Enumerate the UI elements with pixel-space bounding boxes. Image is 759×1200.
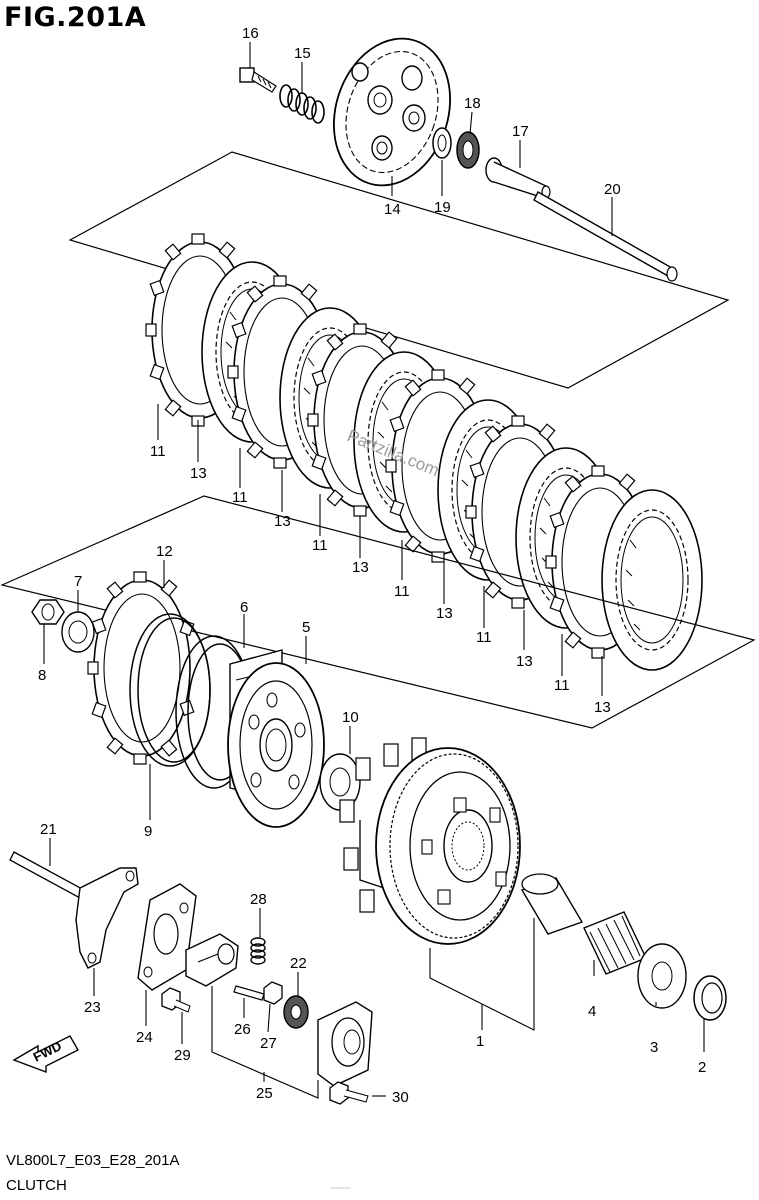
figure-title: FIG.201A bbox=[4, 2, 147, 33]
callout-15: 15 bbox=[294, 45, 311, 62]
callout-10: 10 bbox=[342, 709, 359, 726]
callout-25: 25 bbox=[256, 1085, 273, 1102]
release-cam-25 bbox=[185, 933, 239, 987]
release-cover-23 bbox=[75, 867, 139, 969]
callout-24: 24 bbox=[136, 1029, 153, 1046]
callout-11: 11 bbox=[312, 537, 328, 554]
forward-direction-arrow: FWD bbox=[12, 1035, 79, 1074]
needle-bearing-4 bbox=[583, 911, 647, 975]
callout-22: 22 bbox=[290, 955, 307, 972]
callout-4: 4 bbox=[588, 1003, 596, 1020]
callout-5: 5 bbox=[302, 619, 310, 636]
nut-27 bbox=[263, 981, 283, 1005]
callout-2: 2 bbox=[698, 1059, 706, 1076]
pressure-plate-14 bbox=[333, 37, 451, 187]
spacer-sleeve bbox=[520, 873, 584, 935]
callout-16: 16 bbox=[242, 25, 259, 42]
callout-30: 30 bbox=[392, 1089, 409, 1106]
figure-code: VL800L7_E03_E28_201A bbox=[6, 1152, 180, 1169]
callout-3: 3 bbox=[650, 1039, 658, 1056]
callout-13: 13 bbox=[190, 465, 207, 482]
release-housing bbox=[317, 1001, 373, 1087]
callout-17: 17 bbox=[512, 123, 529, 140]
bolt-29 bbox=[161, 987, 191, 1013]
primary-driven-gear-assembly-1 bbox=[339, 737, 521, 945]
callout-1: 1 bbox=[476, 1033, 484, 1050]
washer-3 bbox=[637, 943, 687, 1009]
spring-washer-9 bbox=[129, 613, 211, 767]
bolt-30 bbox=[329, 1081, 369, 1105]
callout-7: 7 bbox=[74, 573, 82, 590]
callout-21: 21 bbox=[40, 821, 57, 838]
callout-26: 26 bbox=[234, 1021, 251, 1038]
callout-11: 11 bbox=[476, 629, 492, 646]
callout-23: 23 bbox=[84, 999, 101, 1016]
spacer-2 bbox=[693, 975, 727, 1021]
callout-14: 14 bbox=[384, 201, 401, 218]
boss-group-outline bbox=[0, 495, 756, 729]
callout-9: 9 bbox=[144, 823, 152, 840]
callout-11: 11 bbox=[394, 583, 410, 600]
bearing-22 bbox=[283, 995, 309, 1029]
callout-13: 13 bbox=[352, 559, 369, 576]
washer-7 bbox=[61, 611, 95, 653]
callout-20: 20 bbox=[604, 181, 621, 198]
clutch-sleeve-hub-5 bbox=[227, 649, 325, 828]
callout-13: 13 bbox=[516, 653, 533, 670]
callout-8: 8 bbox=[38, 667, 46, 684]
callout-11: 11 bbox=[554, 677, 570, 694]
callout-27: 27 bbox=[260, 1035, 277, 1052]
callout-13: 13 bbox=[274, 513, 291, 530]
bolt-16 bbox=[239, 67, 277, 93]
push-piece-17 bbox=[485, 157, 551, 199]
callout-12: 12 bbox=[156, 543, 173, 560]
callout-13: 13 bbox=[594, 699, 611, 716]
callout-6: 6 bbox=[240, 599, 248, 616]
bearing-18 bbox=[456, 131, 480, 169]
callout-11: 11 bbox=[150, 443, 166, 460]
nut-8 bbox=[31, 599, 65, 625]
callout-28: 28 bbox=[250, 891, 267, 908]
screw-26 bbox=[233, 985, 265, 1001]
spring-28 bbox=[250, 937, 266, 965]
callout-19: 19 bbox=[434, 199, 451, 216]
callout-13: 13 bbox=[436, 605, 453, 622]
washer-19 bbox=[432, 127, 452, 159]
clutch-spring-15 bbox=[279, 84, 325, 124]
fine-print: ~~~~~~~ bbox=[330, 1186, 351, 1192]
callout-29: 29 bbox=[174, 1047, 191, 1064]
figure-name: CLUTCH bbox=[6, 1177, 67, 1194]
pushrod-21 bbox=[9, 851, 85, 899]
pushrod-20 bbox=[533, 191, 678, 282]
plate-pack-outline bbox=[68, 151, 730, 389]
callout-11: 11 bbox=[232, 489, 248, 506]
callout-18: 18 bbox=[464, 95, 481, 112]
